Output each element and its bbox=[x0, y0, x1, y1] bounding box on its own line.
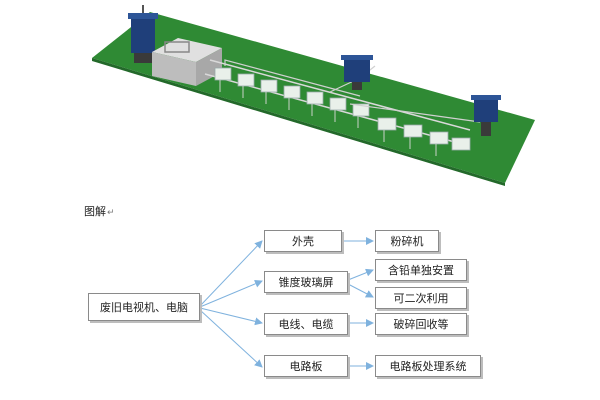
arrow-source-to-circuit-board bbox=[199, 309, 263, 368]
flow-arrows bbox=[199, 237, 374, 370]
paragraph-mark: ↵ bbox=[107, 208, 115, 218]
node-lead-safe: 含铅单独安置 bbox=[375, 259, 467, 281]
node-circuit-board: 电路板 bbox=[264, 355, 348, 377]
arrow-crt-glass-to-lead-safe bbox=[347, 268, 374, 281]
dust-collector-right bbox=[471, 95, 501, 136]
arrow-source-to-crt-glass bbox=[199, 280, 263, 308]
node-shredder: 粉碎机 bbox=[375, 230, 439, 252]
diagram-title: 图解↵ bbox=[84, 205, 115, 218]
arrow-crt-glass-to-reuse bbox=[347, 283, 374, 298]
arrow-source-to-wires bbox=[199, 307, 263, 326]
node-shell: 外壳 bbox=[264, 230, 342, 252]
node-reuse: 可二次利用 bbox=[375, 287, 467, 309]
workstations bbox=[214, 67, 471, 151]
node-source: 废旧电视机、电脑 bbox=[88, 293, 200, 321]
node-crt-glass: 锥度玻璃屏 bbox=[264, 271, 348, 293]
shredder-machine bbox=[152, 38, 222, 86]
dust-collector-middle bbox=[341, 55, 373, 90]
node-crush-recycle: 破碎回收等 bbox=[375, 313, 467, 335]
recycling-line-illustration bbox=[92, 5, 535, 186]
node-board-system: 电路板处理系统 bbox=[375, 355, 481, 377]
dust-collector-left bbox=[128, 5, 158, 63]
node-wires: 电线、电缆 bbox=[264, 313, 348, 335]
arrow-source-to-shell bbox=[199, 240, 263, 307]
